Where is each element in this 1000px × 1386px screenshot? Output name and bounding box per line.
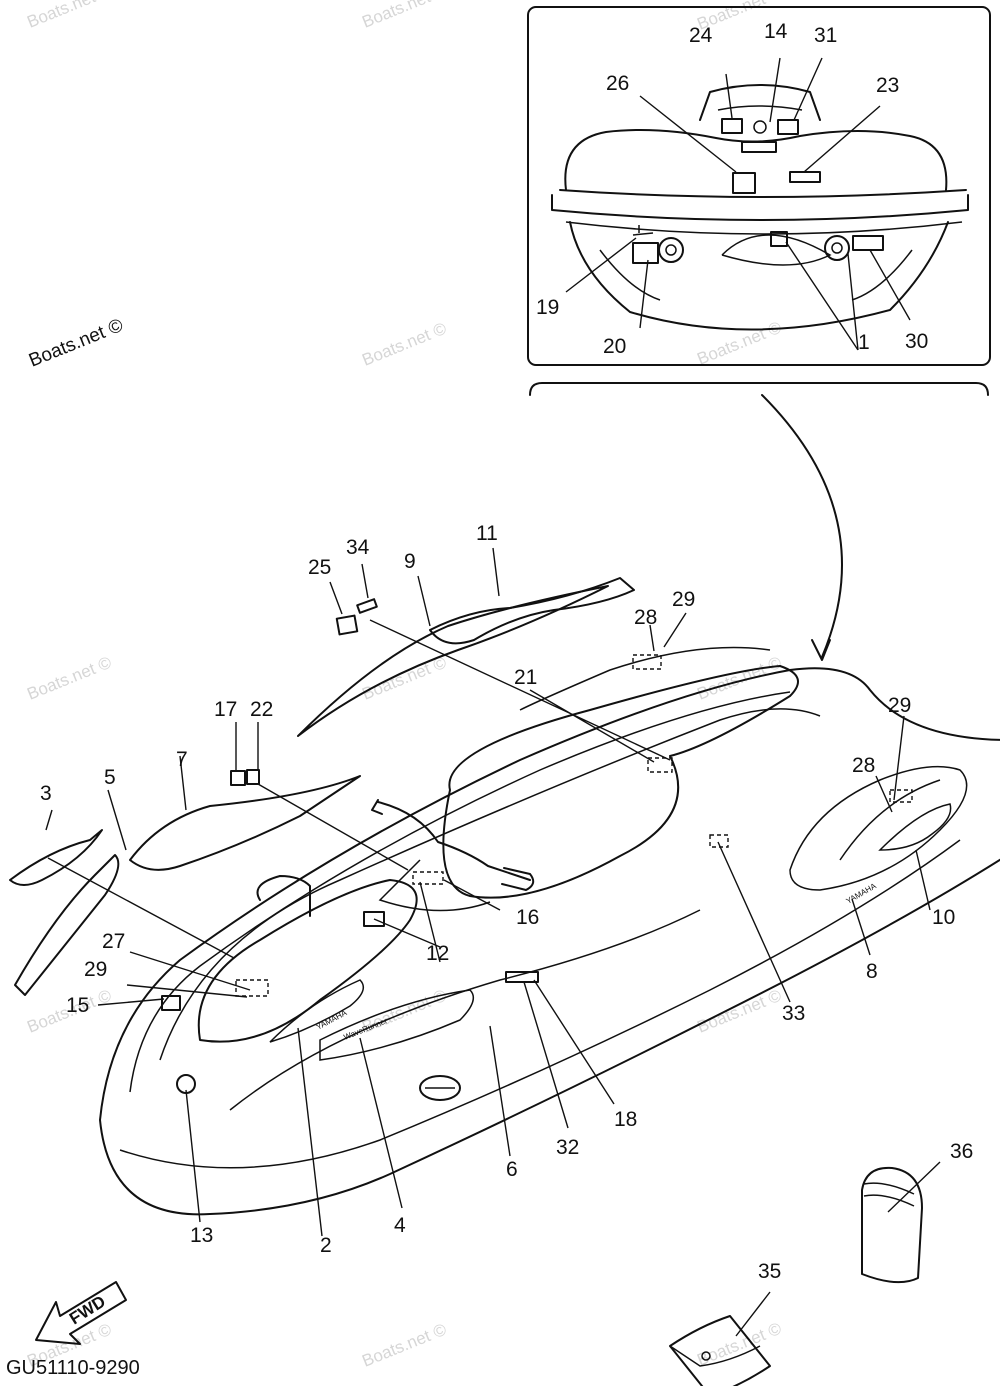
decal-part-35 <box>669 1315 771 1386</box>
side-decal-waverunner <box>319 989 475 1061</box>
part-label[interactable]: 23 <box>876 74 899 97</box>
leader-lines <box>45 547 941 1337</box>
watermark-faint: Boats.net © <box>24 0 114 32</box>
part-label[interactable]: 12 <box>426 942 449 965</box>
part-label[interactable]: 19 <box>536 296 559 319</box>
part-label[interactable]: 5 <box>104 766 116 789</box>
watermark-main: Boats.net © <box>26 315 126 372</box>
decal-part-5 <box>14 854 120 996</box>
intake-grate <box>419 1075 461 1101</box>
watermarks: Boats.net © Boats.net © Boats.net © Boat… <box>24 0 784 1371</box>
part-label[interactable]: 17 <box>214 698 237 721</box>
part-label[interactable]: 16 <box>516 906 539 929</box>
part-label[interactable]: 33 <box>782 1002 805 1025</box>
hull-outline <box>99 667 1000 1216</box>
seat <box>442 665 799 899</box>
diagram-code: GU51110-9290 <box>6 1357 140 1379</box>
part-label[interactable]: 25 <box>308 556 331 579</box>
watermark-faint: Boats.net © <box>359 1320 449 1371</box>
part-label[interactable]: 22 <box>250 698 273 721</box>
watermark-faint: Boats.net © <box>24 653 114 704</box>
watermark-faint: Boats.net © <box>694 986 784 1037</box>
watermark-faint: Boats.net © <box>359 0 449 32</box>
watercraft-main: WaveRunner YAMAHA YAMAHA <box>99 646 1000 1216</box>
rear-decal <box>878 803 952 851</box>
handlebars <box>377 801 531 881</box>
part-label[interactable]: 4 <box>394 1214 406 1237</box>
part-label[interactable]: 18 <box>614 1108 637 1131</box>
part-label[interactable]: 29 <box>888 694 911 717</box>
part-label[interactable]: 2 <box>320 1234 332 1257</box>
inset-frame <box>527 6 991 366</box>
part-label[interactable]: 29 <box>672 588 695 611</box>
part-label[interactable]: 30 <box>905 330 928 353</box>
part-label[interactable]: 9 <box>404 550 416 573</box>
part-label[interactable]: 8 <box>866 960 878 983</box>
part-label[interactable]: 24 <box>689 24 713 47</box>
part-label[interactable]: 28 <box>852 754 875 777</box>
inset-pointer-arrow <box>761 394 843 658</box>
part-label[interactable]: 26 <box>606 72 629 95</box>
part-label[interactable]: 32 <box>556 1136 579 1159</box>
part-label[interactable]: 13 <box>190 1224 213 1247</box>
decal-part-36 <box>861 1166 923 1284</box>
decal-part-34 <box>356 598 378 614</box>
rear-platform <box>789 765 968 891</box>
part-label[interactable]: 28 <box>634 606 657 629</box>
part-label[interactable]: 10 <box>932 906 955 929</box>
part-label[interactable]: 27 <box>102 930 125 953</box>
left-outlet <box>658 237 684 263</box>
part-label[interactable]: 7 <box>176 748 188 771</box>
part-label[interactable]: 35 <box>758 1260 781 1283</box>
part-label[interactable]: 14 <box>764 20 788 43</box>
part-label[interactable]: 3 <box>40 782 52 805</box>
part-label[interactable]: 31 <box>814 24 837 47</box>
part-labels: 1 2 3 4 5 6 7 8 9 10 11 12 13 14 15 16 1… <box>40 20 973 1283</box>
hood-decal <box>269 979 365 1043</box>
part-label[interactable]: 20 <box>603 335 626 358</box>
decal-part-25 <box>335 614 359 636</box>
stern-view-inset <box>527 6 991 396</box>
watermark-faint: Boats.net © <box>694 318 784 369</box>
part-label[interactable]: 11 <box>476 522 498 545</box>
watermark-faint: Boats.net © <box>359 653 449 704</box>
watermark-faint: Boats.net © <box>359 319 449 370</box>
decal-part-17 <box>230 770 246 786</box>
part-label[interactable]: 1 <box>858 331 870 354</box>
part-label[interactable]: 34 <box>346 536 370 559</box>
decal-part-3 <box>9 829 103 886</box>
part-label[interactable]: 15 <box>66 994 89 1017</box>
inset-bracket <box>529 382 989 396</box>
right-outlet <box>824 235 850 261</box>
decal-part-11 <box>429 577 635 645</box>
part-label[interactable]: 6 <box>506 1158 518 1181</box>
decal-part-9 <box>297 585 609 737</box>
part-label[interactable]: 36 <box>950 1140 973 1163</box>
transom <box>569 221 949 331</box>
decal-part-22 <box>246 769 260 785</box>
part-label[interactable]: 29 <box>84 958 107 981</box>
part-label[interactable]: 21 <box>514 666 537 689</box>
side-yamaha-text: YAMAHA <box>845 881 879 906</box>
decal-part-7 <box>129 775 361 871</box>
exploded-decals <box>9 577 923 1386</box>
